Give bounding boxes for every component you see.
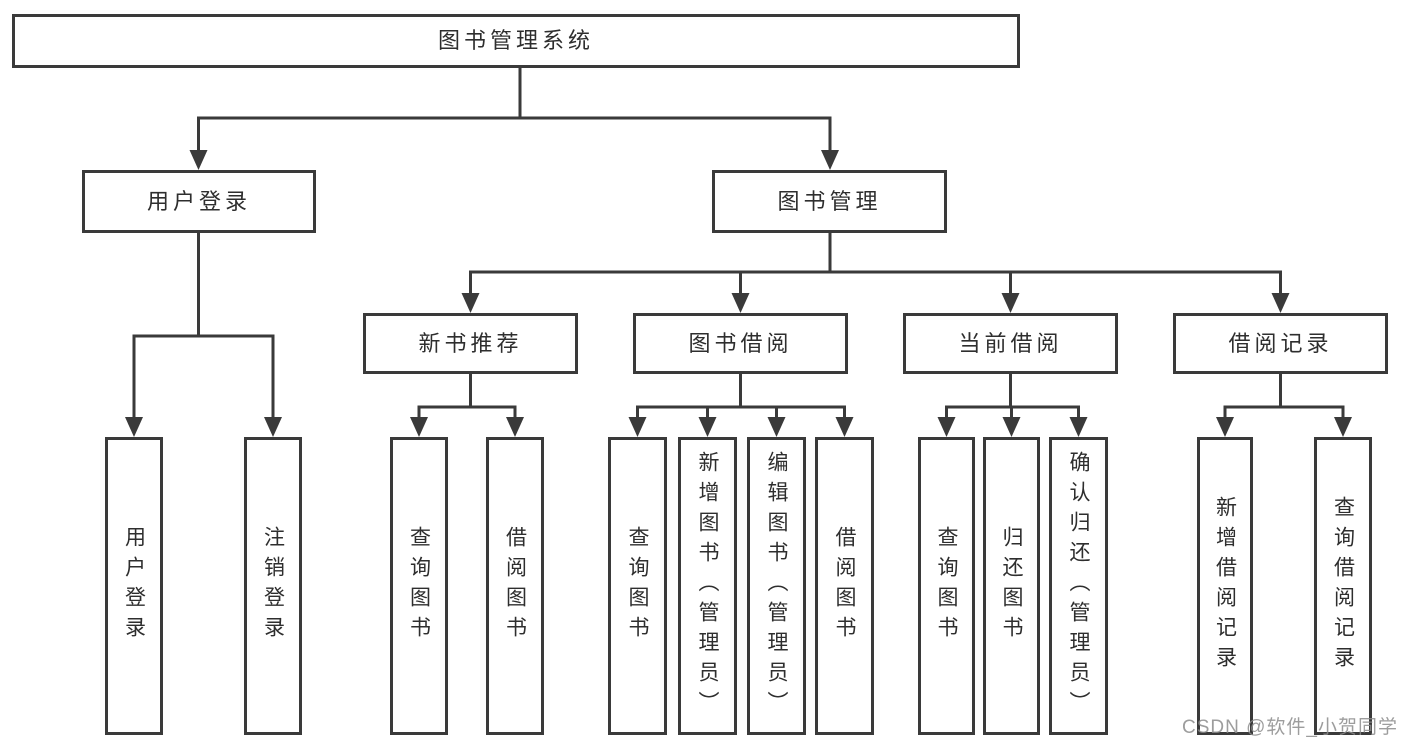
node-leaf-recommend-borrow-books: 借阅图书: [486, 437, 544, 735]
node-book-borrowing: 图书借阅: [633, 313, 848, 374]
node-leaf-borrow-add-books-admin: 新增图书（管理员）: [678, 437, 737, 735]
node-borrow-records: 借阅记录: [1173, 313, 1388, 374]
node-book-management: 图书管理: [712, 170, 947, 233]
node-leaf-borrow-borrow-books: 借阅图书: [815, 437, 874, 735]
node-leaf-records-add-record: 新增借阅记录: [1197, 437, 1253, 735]
node-leaf-borrow-edit-books-admin: 编辑图书（管理员）: [747, 437, 806, 735]
node-leaf-borrow-query-books: 查询图书: [608, 437, 667, 735]
node-leaf-current-return-books: 归还图书: [983, 437, 1040, 735]
node-new-book-recommend: 新书推荐: [363, 313, 578, 374]
node-current-borrowing: 当前借阅: [903, 313, 1118, 374]
node-leaf-logout: 注销登录: [244, 437, 302, 735]
node-leaf-records-query-record: 查询借阅记录: [1314, 437, 1372, 735]
node-leaf-current-confirm-return-admin: 确认归还（管理员）: [1049, 437, 1108, 735]
node-user-login: 用户登录: [82, 170, 316, 233]
node-library-management-system: 图书管理系统: [12, 14, 1020, 68]
node-leaf-user-login: 用户登录: [105, 437, 163, 735]
watermark: CSDN @软件_小贺同学: [1182, 717, 1398, 738]
node-leaf-recommend-query-books: 查询图书: [390, 437, 448, 735]
node-leaf-current-query-books: 查询图书: [918, 437, 975, 735]
